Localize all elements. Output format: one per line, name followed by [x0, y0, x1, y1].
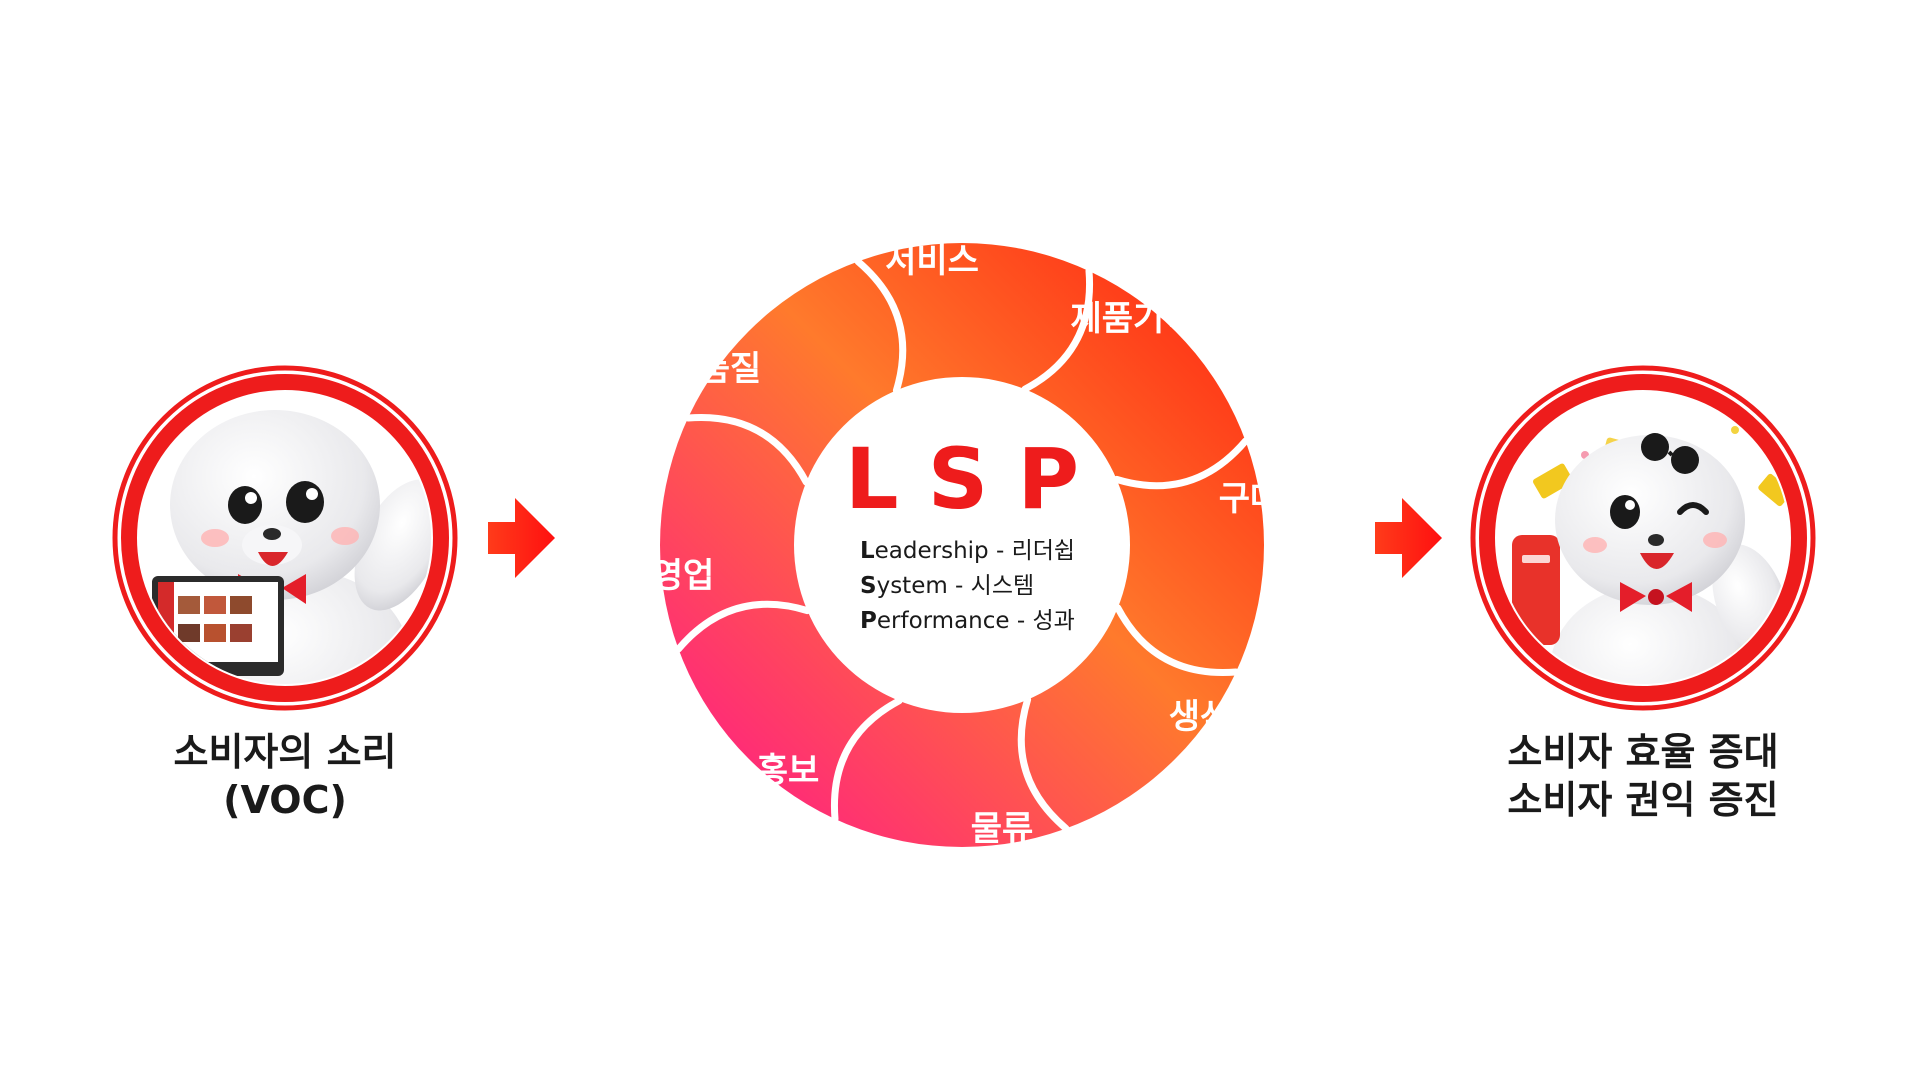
segment-label-production: 생산 — [1169, 697, 1232, 737]
lsp-line-leadership: Leadership - 리더쉽 — [860, 538, 1075, 564]
segment-label-purchasing: 구매 — [1219, 479, 1282, 519]
lsp-line-system: System - 시스템 — [860, 573, 1034, 599]
segment-label-promotion: 홍보 — [757, 751, 820, 791]
lsp-line-rest: ystem - 시스템 — [877, 573, 1035, 599]
segment-label-service: 서비스 — [885, 241, 979, 281]
segment-label-product-planning: 제품기획 — [1070, 299, 1195, 339]
lsp-line-initial: S — [860, 573, 877, 599]
lsp-line-initial: L — [860, 538, 875, 564]
lsp-cycle: 서비스 제품기획 구매 생산 물류 홍보 영업 품질 L S P Leaders… — [652, 241, 1282, 849]
left-caption-line2: (VOC) — [223, 778, 347, 822]
lsp-line-rest: erformance - 성과 — [877, 608, 1075, 634]
lsp-title: L S P — [845, 430, 1079, 528]
tablet-device: torder — [152, 576, 284, 676]
segment-label-sales: 영업 — [652, 556, 715, 596]
arrow-right-icon — [488, 498, 555, 578]
right-caption-line2: 소비자 권익 증진 — [1507, 778, 1778, 822]
segment-label-quality: 품질 — [699, 349, 762, 389]
segment-label-logistics: 물류 — [971, 809, 1034, 849]
right-panel: 소비자 효율 증대 소비자 권익 증진 — [1473, 368, 1813, 822]
left-panel: torder 소비자의 소리 (VOC) — [115, 368, 464, 822]
arrow-right-icon — [1375, 498, 1442, 578]
lsp-line-initial: P — [860, 608, 877, 634]
left-caption-line1: 소비자의 소리 — [174, 730, 397, 774]
right-caption-line1: 소비자 효율 증대 — [1507, 730, 1778, 774]
lsp-line-performance: Performance - 성과 — [860, 608, 1075, 634]
lsp-line-rest: eadership - 리더쉽 — [875, 538, 1075, 564]
